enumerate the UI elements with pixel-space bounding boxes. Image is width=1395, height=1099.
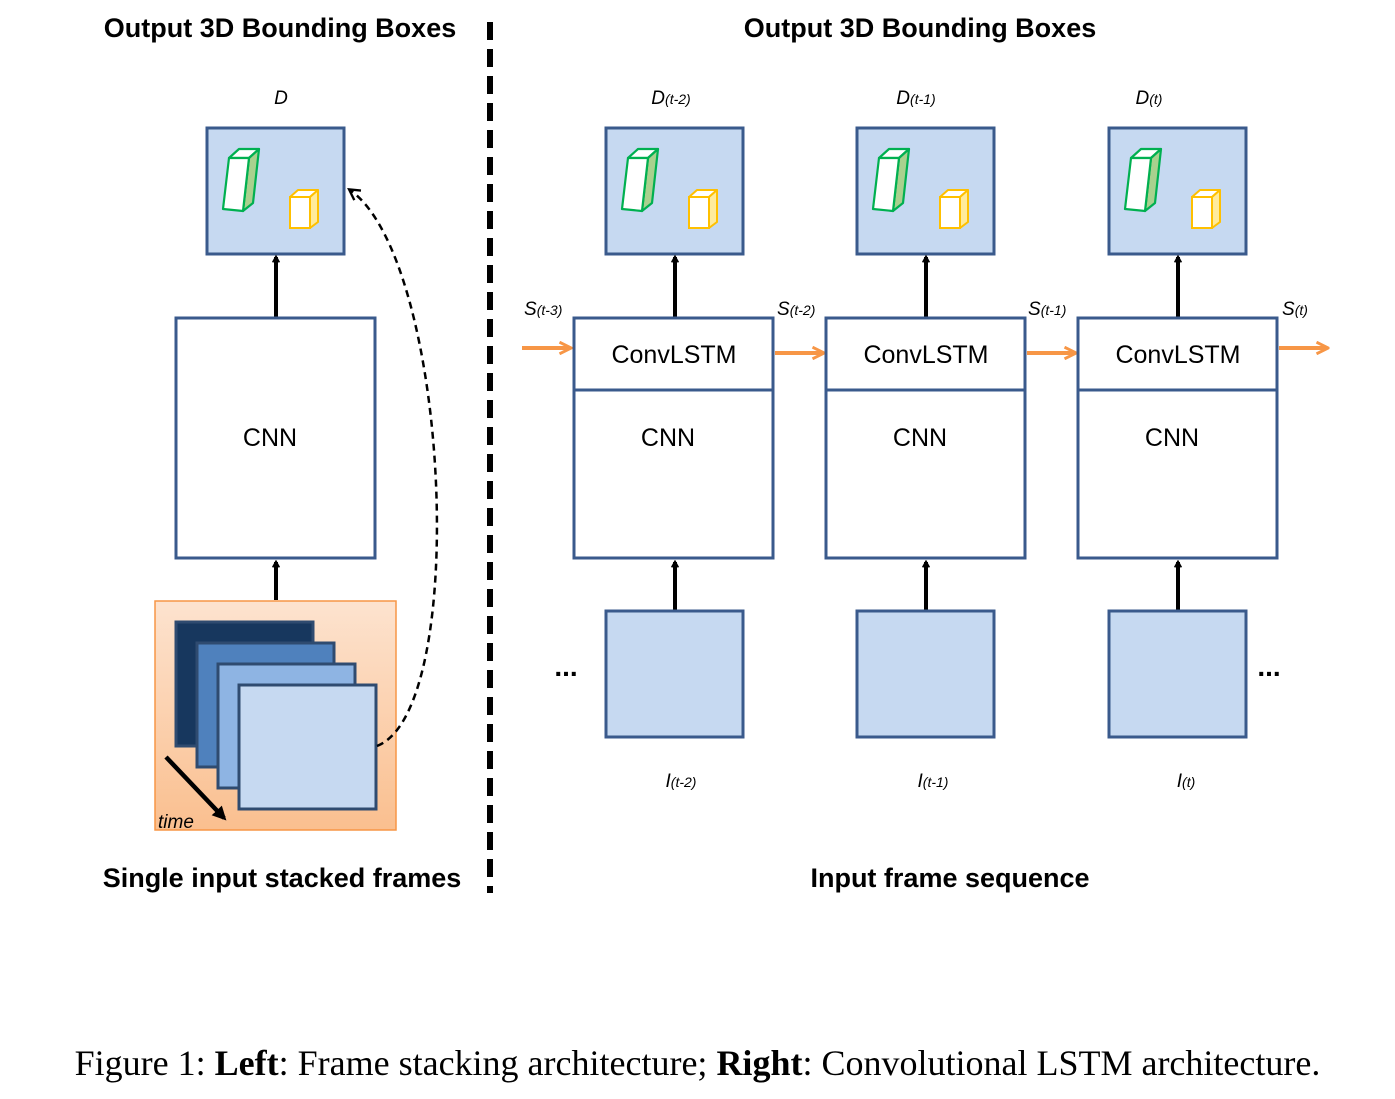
right-title: Output 3D Bounding Boxes [744, 13, 1096, 43]
input-label: I(t-2) [666, 771, 697, 792]
state-label: S(t-2) [777, 299, 815, 320]
caption-right-bold: Right [716, 1043, 803, 1083]
left-cnn-box [174, 316, 377, 560]
state-label: S(t) [1282, 299, 1308, 320]
ellipsis-left: ... [554, 651, 577, 682]
convlstm-label: ConvLSTM [1115, 341, 1240, 369]
right-footer: Input frame sequence [810, 863, 1089, 893]
left-title: Output 3D Bounding Boxes [104, 13, 456, 43]
time-arrow [164, 755, 227, 821]
convlstm-box [1076, 316, 1279, 392]
left-cnn-label: CNN [243, 424, 297, 452]
initial-state-label: S(t-3) [524, 299, 562, 320]
state-label: S(t-1) [1028, 299, 1066, 320]
cnn-box [1076, 388, 1279, 560]
cnn-box [572, 388, 775, 560]
caption-left-text: : Frame stacking architecture; [278, 1043, 717, 1083]
convlstm-box [824, 316, 1027, 392]
dashed-feedback-arrow [350, 190, 439, 748]
output-label: D(t-2) [651, 88, 690, 109]
convlstm-label: ConvLSTM [863, 341, 988, 369]
caption-prefix: Figure 1: [74, 1043, 215, 1083]
timestep-column: D(t-1) ConvLSTM CNN I(t-1) S(t-1) [824, 88, 1075, 792]
caption-left-bold: Left [214, 1043, 279, 1083]
output-label: D(t) [1136, 88, 1163, 109]
figure-caption: Figure 1: Left: Frame stacking architect… [0, 1042, 1395, 1084]
convlstm-label: ConvLSTM [611, 341, 736, 369]
time-label: time [158, 812, 194, 833]
caption-right-text: : Convolutional LSTM architecture. [802, 1043, 1321, 1083]
left-footer: Single input stacked frames [103, 863, 462, 893]
timestep-column: D(t) ConvLSTM CNN I(t) S(t) [1076, 88, 1327, 792]
cnn-label: CNN [893, 424, 947, 452]
stacked-frames: time [154, 600, 397, 833]
input-label: I(t-1) [918, 771, 949, 792]
ellipsis-right: ... [1257, 651, 1280, 682]
left-output-box [205, 126, 346, 256]
cnn-label: CNN [1145, 424, 1199, 452]
cnn-box [824, 388, 1027, 560]
convlstm-box [572, 316, 775, 392]
input-frame-box [855, 609, 996, 739]
cnn-label: CNN [641, 424, 695, 452]
timestep-column: D(t-2) ConvLSTM CNN I(t-2) S(t-2) [572, 88, 823, 792]
output-label: D(t-1) [896, 88, 935, 109]
frame-4 [237, 683, 378, 811]
left-output-label: D [274, 88, 288, 109]
input-frame-box [1107, 609, 1248, 739]
input-label: I(t) [1177, 771, 1196, 792]
input-frame-box [604, 609, 745, 739]
